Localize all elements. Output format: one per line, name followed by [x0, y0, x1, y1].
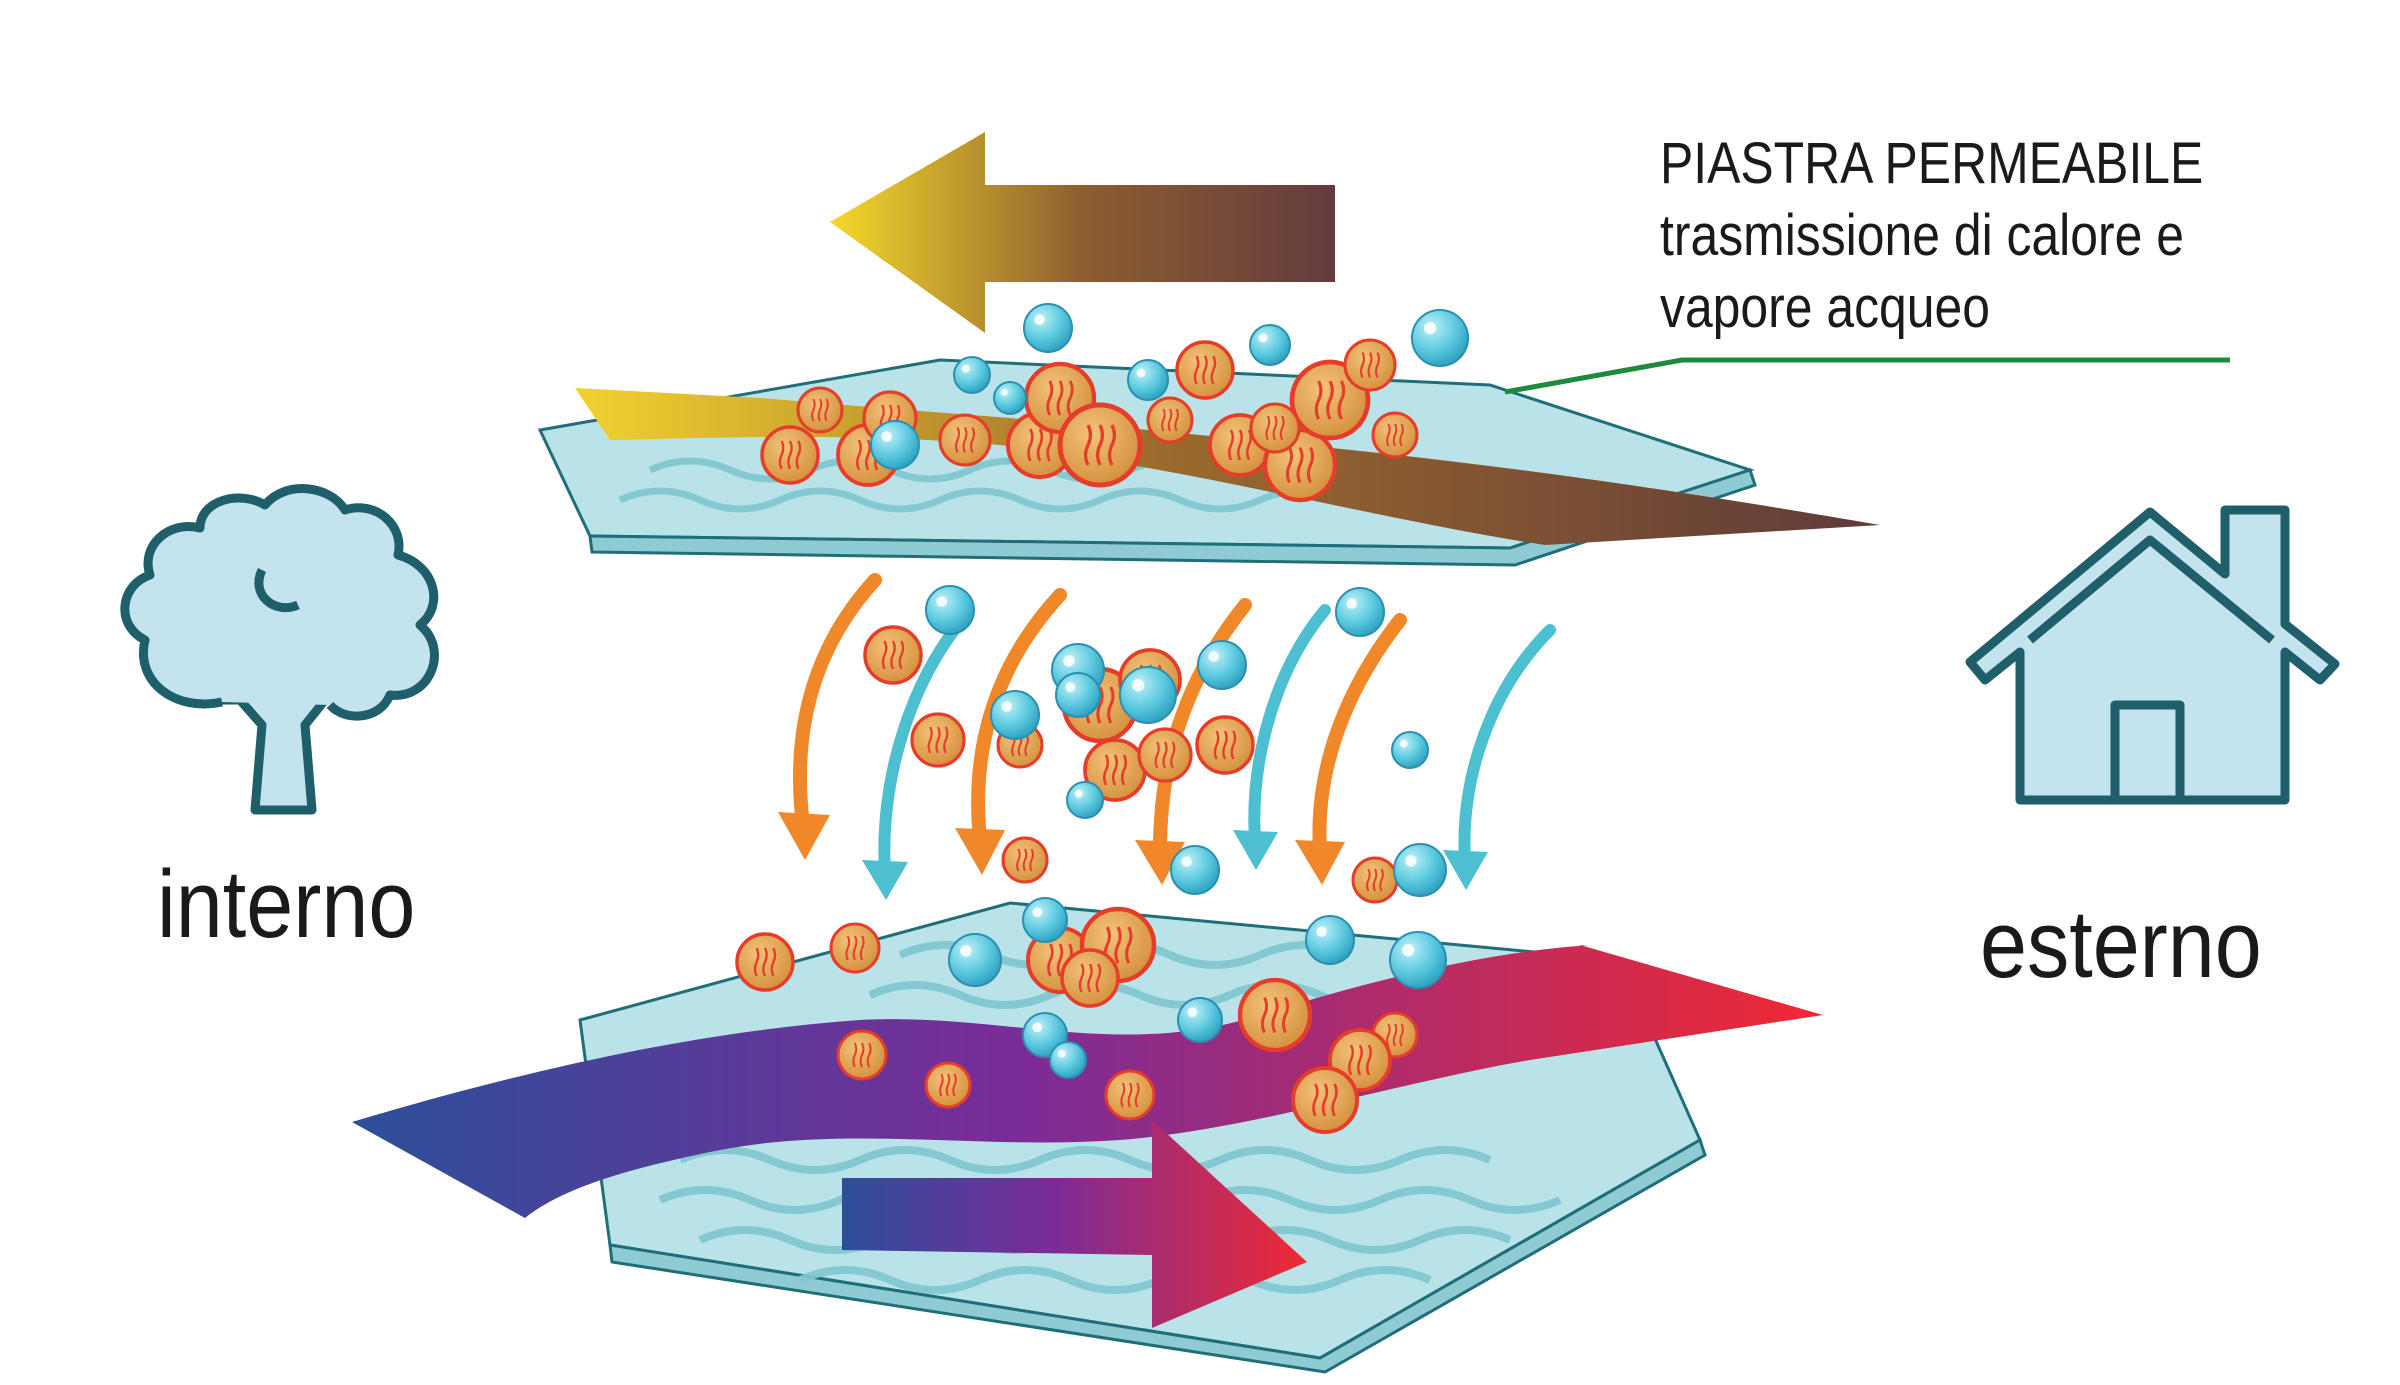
callout-line-3: vapore acqueo — [1660, 275, 1991, 340]
callout-title: PIASTRA PERMEABILE — [1660, 131, 2204, 196]
downward-flow-arrows — [778, 573, 1556, 900]
label-inside: interno — [157, 851, 416, 958]
top-arrow-left — [830, 132, 1335, 333]
callout-leader-line — [1504, 357, 2230, 395]
bottom-flow-band — [352, 945, 1823, 1218]
plate-callout: PIASTRA PERMEABILE trasmissione di calor… — [1660, 128, 2203, 344]
bottom-arrow-right — [842, 1120, 1307, 1328]
house-icon — [1965, 505, 2340, 805]
water-droplets — [870, 303, 1469, 1079]
heat-particles — [735, 338, 1419, 1134]
label-outside: esterno — [1980, 891, 2262, 998]
callout-line-2: trasmissione di calore e — [1660, 203, 2184, 268]
tree-icon — [120, 484, 439, 815]
